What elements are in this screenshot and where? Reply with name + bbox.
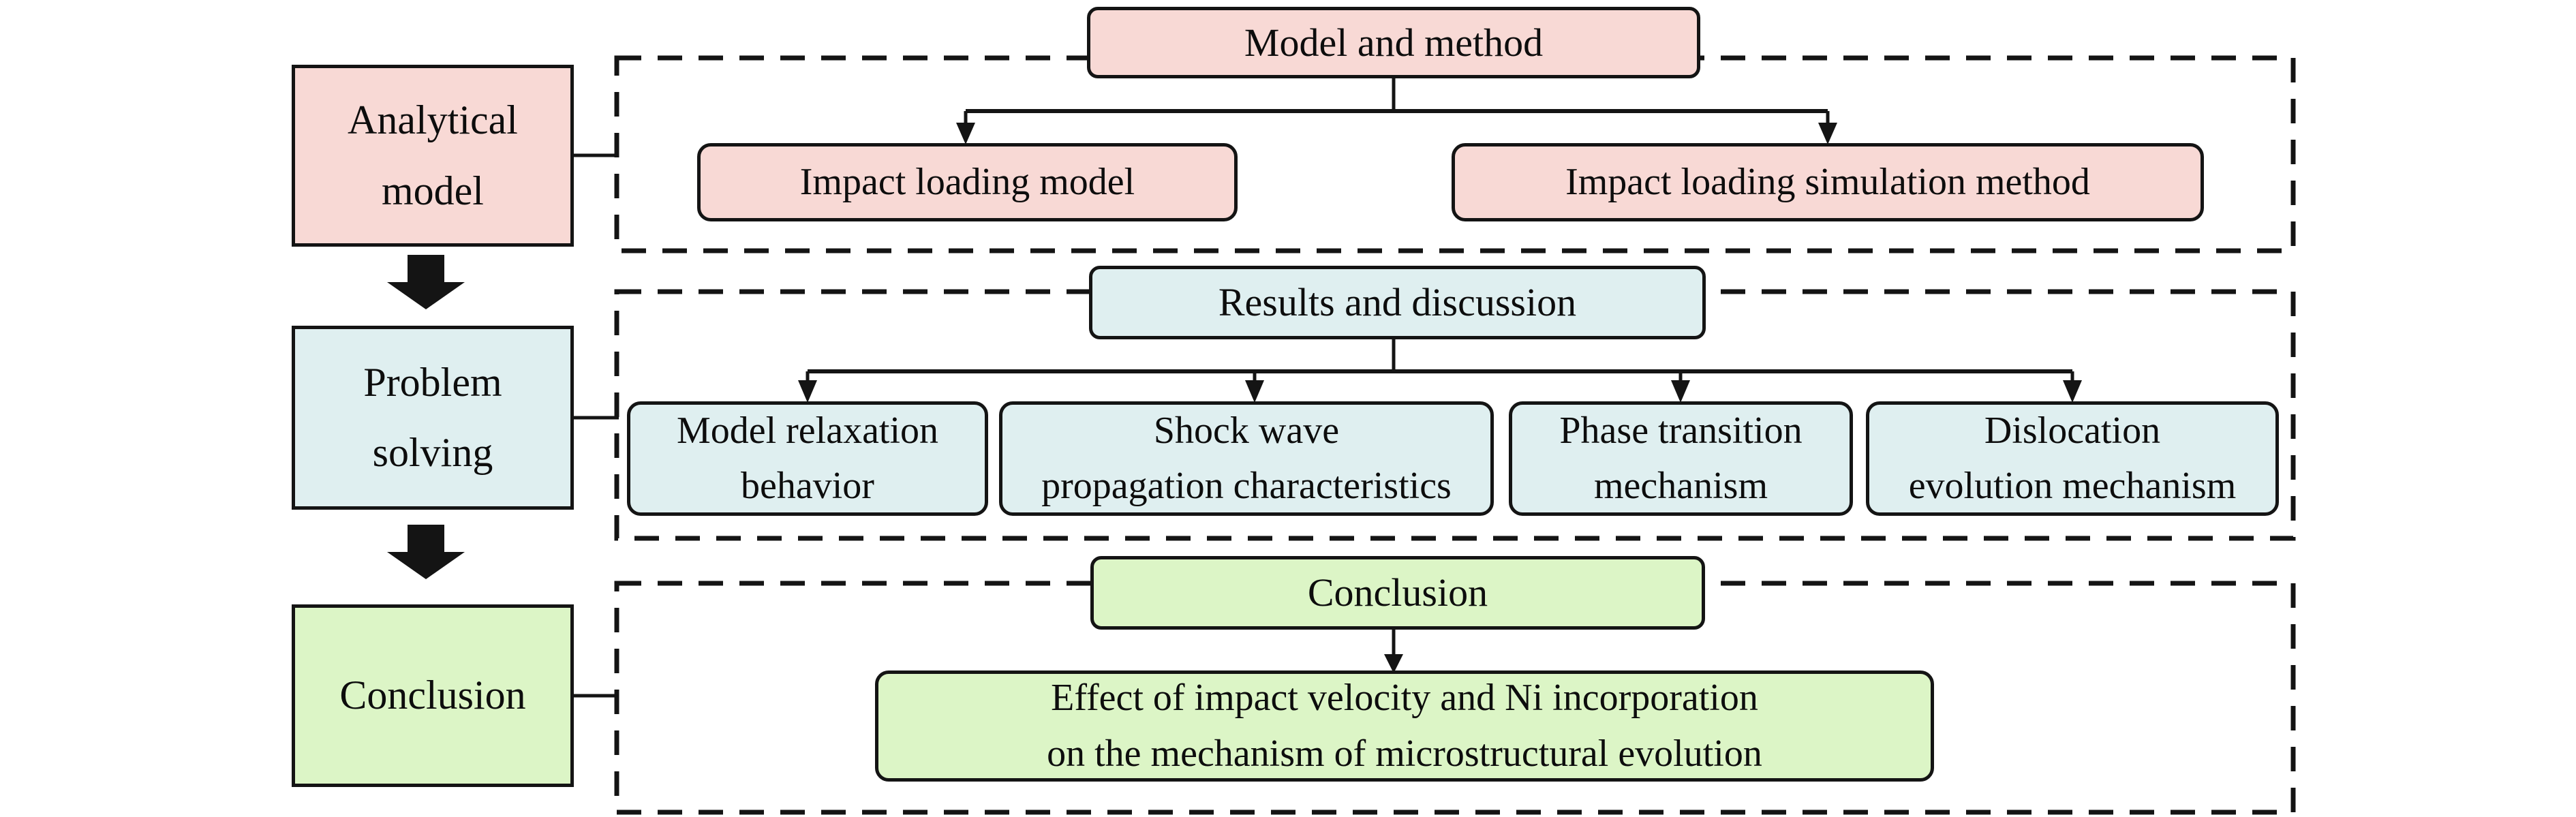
branch3-arrowhead — [1384, 654, 1403, 673]
header-results-and-discussion-label: Results and discussion — [1218, 280, 1577, 325]
branch2-arrowhead-3 — [1671, 380, 1690, 403]
branch1-arrowhead-1 — [956, 123, 975, 144]
stage-conclusion-label: Conclusion — [339, 673, 526, 718]
branch1-arrowhead-2 — [1818, 123, 1837, 144]
child-impact-loading-simulation-method-label: Impact loading simulation method — [1565, 160, 2090, 203]
child-dislocation-evolution-mechanism: Dislocation evolution mechanism — [1866, 401, 2279, 516]
block-arrow-down-1 — [387, 255, 465, 309]
child-model-relaxation-behavior: Model relaxation behavior — [627, 401, 988, 516]
child-shock-wave-propagation-label: Shock wave propagation characteristics — [1041, 409, 1452, 507]
child-impact-loading-model: Impact loading model — [697, 143, 1238, 221]
child-model-relaxation-behavior-label: Model relaxation behavior — [676, 409, 939, 507]
header-model-and-method: Model and method — [1087, 7, 1700, 78]
branch2-arrowhead-2 — [1245, 380, 1264, 403]
stage-analytical-model-label: Analytical model — [348, 97, 518, 213]
child-effect-of-impact-velocity-label: Effect of impact velocity and Ni incorpo… — [1047, 677, 1762, 775]
child-shock-wave-propagation: Shock wave propagation characteristics — [999, 401, 1494, 516]
child-phase-transition-mechanism-label: Phase transition mechanism — [1559, 409, 1803, 507]
stage-problem-solving-label: Problem solving — [363, 359, 502, 475]
header-results-and-discussion: Results and discussion — [1089, 266, 1706, 339]
child-effect-of-impact-velocity: Effect of impact velocity and Ni incorpo… — [875, 670, 1934, 782]
stage-problem-solving: Problem solving — [292, 326, 574, 510]
header-conclusion: Conclusion — [1090, 556, 1705, 630]
stage-analytical-model: Analytical model — [292, 65, 574, 247]
stage-conclusion: Conclusion — [292, 604, 574, 787]
header-conclusion-label: Conclusion — [1307, 570, 1488, 615]
child-phase-transition-mechanism: Phase transition mechanism — [1509, 401, 1853, 516]
branch2-arrowhead-4 — [2063, 380, 2082, 403]
child-impact-loading-simulation-method: Impact loading simulation method — [1452, 143, 2204, 221]
child-impact-loading-model-label: Impact loading model — [799, 160, 1135, 203]
child-dislocation-evolution-mechanism-label: Dislocation evolution mechanism — [1908, 409, 2237, 507]
header-model-and-method-label: Model and method — [1244, 20, 1544, 65]
block-arrow-down-2 — [387, 525, 465, 579]
branch2-arrowhead-1 — [798, 380, 817, 403]
